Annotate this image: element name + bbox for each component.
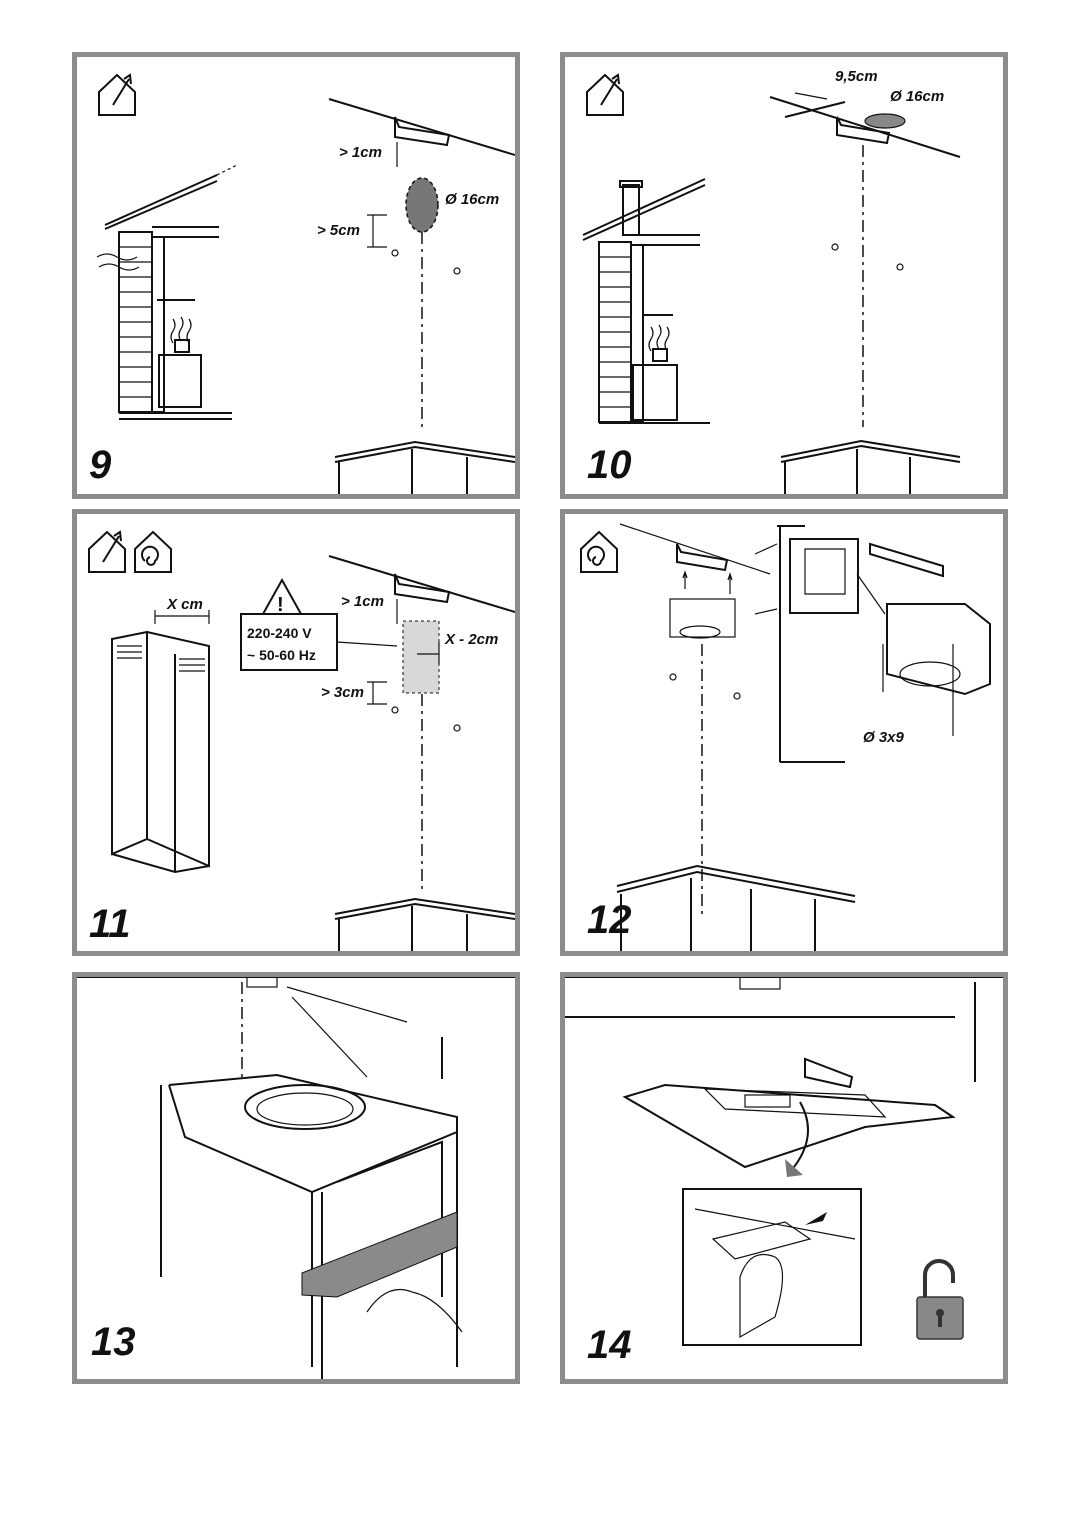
house-recirculation-icon	[580, 530, 618, 573]
house-recirculation-icon	[134, 530, 172, 573]
panel-step-11: X cm ! 220-240 V ~ 50-60 Hz > 1cm X - 2c…	[72, 509, 520, 956]
label-diameter: Ø 16cm	[445, 191, 499, 208]
label-gap-bottom: > 5cm	[317, 222, 360, 239]
label-socket-offset: X - 2cm	[444, 631, 498, 648]
step-number: 10	[587, 443, 632, 487]
step-number: 14	[587, 1323, 632, 1367]
label-frequency: ~ 50-60 Hz	[247, 647, 316, 663]
step-9-illustration: > 1cm Ø 16cm > 5cm	[96, 73, 515, 494]
step-11-illustration: X cm ! 220-240 V ~ 50-60 Hz > 1cm X - 2c…	[88, 530, 515, 951]
step-number: 12	[587, 898, 632, 942]
label-diameter: Ø 16cm	[890, 88, 944, 105]
panel-step-12: Ø 3x9 12	[560, 509, 1008, 956]
panel-step-10: 9,5cm Ø 16cm 10	[560, 52, 1008, 499]
unlock-padlock-icon	[916, 1259, 964, 1340]
step-13-illustration	[77, 977, 515, 1379]
house-exhaust-icon	[586, 73, 624, 116]
label-gap-top: > 1cm	[341, 593, 384, 610]
house-exhaust-icon	[98, 73, 136, 116]
label-gap-bottom: > 3cm	[321, 684, 364, 701]
panel-step-9: > 1cm Ø 16cm > 5cm 9	[72, 52, 520, 499]
label-offset: 9,5cm	[835, 68, 878, 85]
label-screw: Ø 3x9	[863, 729, 905, 746]
panel-step-14: 14	[560, 972, 1008, 1384]
step-14-illustration	[565, 977, 1003, 1346]
label-gap-top: > 1cm	[339, 144, 382, 161]
step-12-illustration: Ø 3x9	[580, 523, 991, 951]
house-exhaust-icon	[88, 530, 126, 573]
step-number: 9	[89, 443, 112, 487]
step-10-illustration: 9,5cm Ø 16cm	[582, 68, 961, 494]
label-chimney-width: X cm	[166, 596, 203, 613]
step-number: 13	[91, 1320, 136, 1364]
label-voltage: 220-240 V	[247, 625, 312, 641]
step-number: 11	[89, 902, 131, 946]
panel-step-13: 13	[72, 972, 520, 1384]
svg-text:!: !	[277, 594, 284, 616]
